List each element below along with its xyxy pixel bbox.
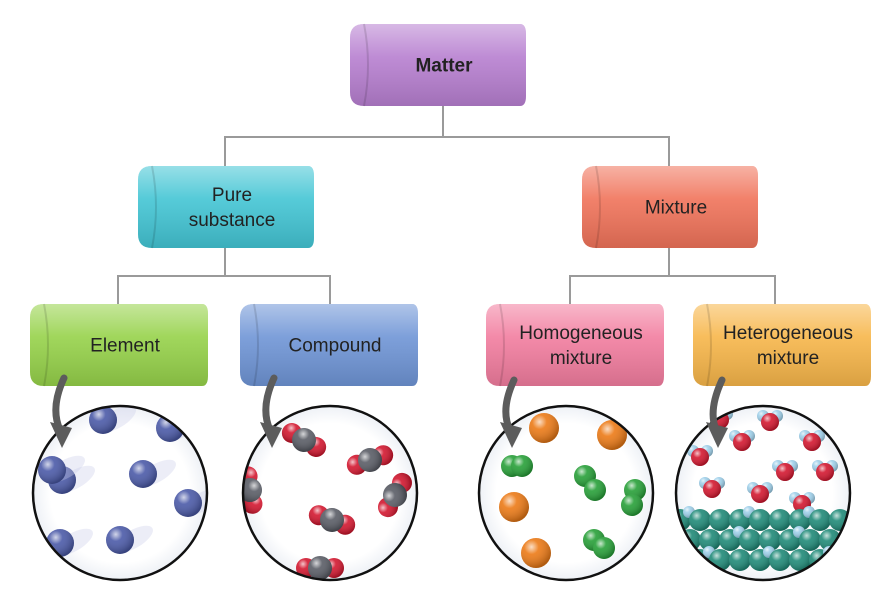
pure-label-line-0: Pure <box>212 185 252 206</box>
teal-particle <box>809 509 831 531</box>
compound-label-line-0: Compound <box>289 336 382 357</box>
pure-box: Pure substance <box>138 165 314 249</box>
orange-particle <box>521 538 551 568</box>
teal-particle <box>839 529 850 551</box>
element-box: Element <box>30 303 208 387</box>
teal-particle <box>789 549 811 571</box>
homogeneous-box: Homogeneous mixture <box>486 303 664 387</box>
element-atom <box>129 460 157 488</box>
element-atom <box>174 489 202 517</box>
orange-particle <box>597 420 627 450</box>
green-particle <box>511 455 533 477</box>
mixture-box: Mixture <box>582 165 758 249</box>
oxygen-atom <box>691 448 709 466</box>
teal-particle <box>676 549 691 571</box>
teal-particle <box>769 509 791 531</box>
co2-molecule <box>296 556 344 580</box>
carbon-atom <box>308 556 332 580</box>
matter-box: Matter <box>350 23 526 107</box>
connector-2 <box>569 248 776 304</box>
compound-box: Compound <box>240 303 418 387</box>
curved-arrow-icon <box>50 374 72 448</box>
teal-particle <box>689 509 711 531</box>
element-atom <box>38 456 66 484</box>
co2-molecule <box>378 472 412 518</box>
heterogeneous-label-line-0: Heterogeneous <box>723 323 853 344</box>
element-label-line-0: Element <box>90 336 160 357</box>
green-particle <box>593 537 615 559</box>
teal-particle <box>759 529 781 551</box>
oxygen-atom <box>803 433 821 451</box>
connector-0 <box>224 106 670 166</box>
curved-arrow-icon <box>706 376 728 448</box>
heterogeneous-particle-view <box>674 404 865 582</box>
co2-molecule <box>346 445 394 475</box>
mixture-label-line-0: Mixture <box>645 198 707 219</box>
oxygen-atom <box>761 413 779 431</box>
carbon-atom <box>292 428 316 452</box>
carbon-atom <box>320 508 344 532</box>
oxygen-atom <box>776 463 794 481</box>
carbon-atom <box>383 483 407 507</box>
homogeneous-particle-view <box>477 404 655 582</box>
carbon-atom <box>358 448 382 472</box>
orange-particle <box>499 492 529 522</box>
green-particle <box>584 479 606 501</box>
teal-particle <box>729 549 751 571</box>
matter-label-line-0: Matter <box>415 56 473 77</box>
teal-particle <box>769 549 791 571</box>
homogeneous-label-line-0: Homogeneous <box>519 323 643 344</box>
element-atom <box>89 406 117 434</box>
oxygen-atom <box>751 485 769 503</box>
teal-particle <box>749 509 771 531</box>
particle-views <box>31 374 865 582</box>
co2-molecule <box>281 423 327 457</box>
oxygen-atom <box>733 433 751 451</box>
element-atom <box>156 414 184 442</box>
homogeneous-label-line-1: mixture <box>550 348 612 369</box>
teal-particle <box>699 529 721 551</box>
orange-particle <box>529 413 559 443</box>
heterogeneous-box: Heterogeneous mixture <box>693 303 871 387</box>
hydrogen-atom <box>853 526 865 538</box>
compound-particle-view <box>241 404 419 582</box>
oxygen-atom <box>703 480 721 498</box>
curved-arrow-icon <box>260 374 282 448</box>
curved-arrow-icon <box>500 376 522 448</box>
teal-particle <box>829 549 850 571</box>
co2-molecule <box>308 505 356 535</box>
green-particle <box>621 494 643 516</box>
pure-label-line-1: substance <box>189 210 276 231</box>
element-atom <box>106 526 134 554</box>
teal-particle <box>709 509 731 531</box>
connector-lines <box>117 106 776 304</box>
teal-particle <box>799 529 821 551</box>
heterogeneous-label-line-1: mixture <box>757 348 819 369</box>
teal-particle <box>739 529 761 551</box>
oxygen-atom <box>816 463 834 481</box>
connector-1 <box>117 248 331 304</box>
